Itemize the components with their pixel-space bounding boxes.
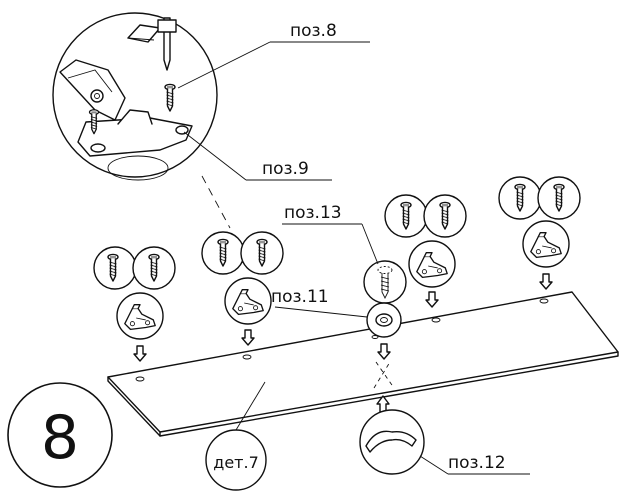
down-arrow-icon: [539, 273, 553, 290]
hinge-detail-magnifier: [52, 12, 218, 181]
label-pos-9: поз.9: [262, 159, 309, 179]
bumper-assembly: [363, 260, 407, 413]
down-arrow-icon: [241, 329, 255, 346]
hinge-assembly-3: [384, 194, 467, 308]
screwdriver-icon: [127, 17, 177, 71]
label-pos-12: поз.12: [448, 453, 506, 473]
down-arrow-icon: [425, 291, 439, 308]
hinge-assembly-4: [498, 176, 581, 290]
step-number: 8: [41, 403, 79, 473]
hinge-assembly-2: [201, 231, 284, 346]
hinge-assembly-1: [93, 246, 176, 362]
door-bumper-icon: [375, 313, 393, 327]
label-pos-11: поз.11: [271, 287, 329, 307]
handle-detail: [359, 409, 425, 475]
part-7-callout: дет.7: [205, 381, 267, 491]
label-det-7: дет.7: [213, 453, 259, 472]
step-badge: 8: [7, 382, 113, 488]
screw-icon: [377, 266, 393, 300]
panel-icon: [107, 291, 619, 437]
handle-icon: [365, 430, 417, 453]
label-pos-13: поз.13: [284, 203, 342, 223]
label-pos-8: поз.8: [290, 21, 337, 41]
down-arrow-icon: [133, 345, 147, 362]
